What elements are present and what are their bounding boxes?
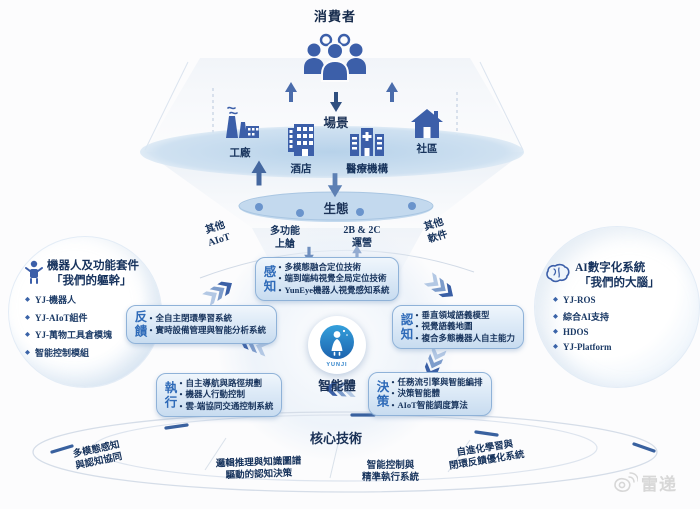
node-item: 端到端純視覺全局定位技術: [279, 273, 390, 284]
ecotag-2b2c: 2B & 2C 運營: [330, 225, 394, 250]
scene-item-hotel: 酒店: [286, 122, 316, 176]
node-item: 自主導航與路徑規劃: [180, 378, 274, 389]
scene-item-hospital: 醫療機構: [346, 126, 388, 176]
node-items: 全自主閉環學習系統 實時設備管理與智能分析系統: [150, 313, 268, 336]
core-line: 智能控制與: [366, 461, 415, 471]
node-item: 實時設備管理與智能分析系統: [150, 325, 268, 336]
robot-icon: [25, 260, 43, 284]
node-item: 全自主閉環學習系統: [150, 313, 268, 324]
yunji-logo-text: YUNJI: [326, 361, 348, 368]
node-decision: 決策 任務流引擎與智能編排 決策智能體 AIoT智能調度算法: [368, 372, 492, 417]
scene-item-community: 社區: [410, 108, 444, 156]
factory-icon: [226, 106, 259, 138]
robots-circle-title: 機器人及功能套件: [47, 260, 139, 272]
ai-circle-subtitle: 「我們的大腦」: [579, 277, 660, 289]
node-perception: 感知 多模態融合定位技術 端到端純視覺全局定位技術 YunEye機器人視覺感知系…: [255, 257, 399, 302]
robots-circle-subtitle: 「我們的軀幹」: [51, 275, 132, 287]
watermark: 雷递: [612, 470, 677, 495]
core-tech-item-control: 智能控制與 精準執行系統: [362, 460, 419, 485]
core-line: 精準執行系統: [362, 473, 420, 484]
node-item: 視覺語義地圖: [416, 321, 516, 332]
consumers-icon: [304, 33, 366, 82]
node-items: 多模態融合定位技術 端到端純視覺全局定位技術 YunEye機器人視覺感知系統: [279, 262, 390, 296]
consumer-label: 消費者: [313, 9, 356, 24]
ecotag-cabin: 多功能 上艙: [262, 226, 308, 251]
brain-icon: [546, 263, 570, 283]
node-item: YunEye機器人視覺感知系統: [279, 285, 389, 296]
agent-label: 智能體: [318, 379, 356, 393]
core-tech-item-reasoning: 邏輯推理與知識圖譜 驅動的認知決策: [216, 456, 302, 484]
robots-circle-list: YJ-機器人 YJ-AIoT組件 YJ-萬物工具倉模塊 智能控制模組: [25, 293, 112, 363]
list-item: HDOS: [553, 327, 611, 337]
list-item: 智能控制模組: [25, 346, 112, 359]
list-item: YJ-Platform: [553, 342, 611, 352]
list-item: 綜合AI支持: [553, 310, 611, 323]
node-cognition: 認知 垂直領域語義模型 視覺語義地圖 複合多態機器人自主能力: [392, 305, 524, 350]
node-item: 任務流引擎與智能編排: [392, 377, 482, 388]
scene-item-factory: 工廠: [218, 104, 262, 160]
node-label: 執行: [162, 380, 177, 410]
scene-item-label: 酒店: [290, 164, 312, 175]
ai-circle-title: AI數字化系統: [575, 262, 646, 274]
node-items: 垂直領域語義模型 視覺語義地圖 複合多態機器人自主能力: [416, 310, 516, 344]
node-item: 機器人行動控制: [180, 389, 274, 400]
ai-circle-list: YJ-ROS 綜合AI支持 HDOS YJ-Platform: [553, 295, 611, 356]
yunji-logo: YUNJI: [308, 316, 366, 374]
node-label: 認知: [398, 312, 413, 342]
node-item: 雲-端協同交通控制系統: [180, 401, 273, 412]
ai-system-circle: AI數字化系統 「我們的大腦」 YJ-ROS 綜合AI支持 HDOS YJ-Pl…: [534, 226, 700, 388]
scene-item-label: 醫療機構: [346, 164, 388, 175]
watermark-text: 雷递: [641, 475, 677, 494]
list-item: YJ-AIoT組件: [25, 311, 112, 324]
node-execution: 執行 自主導航與路徑規劃 機器人行動控制 雲-端協同交通控制系統: [156, 373, 283, 418]
hospital-icon: [350, 128, 384, 156]
ecotag-line: 運營: [352, 237, 372, 249]
node-label: 決策: [374, 379, 389, 409]
scene-item-label: 社區: [416, 144, 438, 155]
node-items: 自主導航與路徑規劃 機器人行動控制 雲-端協同交通控制系統: [180, 378, 274, 412]
robots-circle: 機器人及功能套件 「我們的軀幹」 YJ-機器人 YJ-AIoT組件 YJ-萬物工…: [8, 236, 162, 388]
ecotag-line: 上艙: [275, 238, 295, 250]
scene-item-label: 工廠: [229, 148, 251, 159]
node-feedback: 反饋 全自主閉環學習系統 實時設備管理與智能分析系統: [126, 305, 277, 344]
ecotag-line: 多功能: [270, 226, 300, 237]
scene-label: 場景: [323, 116, 349, 130]
list-item: YJ-機器人: [25, 293, 112, 306]
community-icon: [411, 109, 443, 138]
node-items: 任務流引擎與智能編排 決策智能體 AIoT智能調度算法: [392, 377, 483, 411]
node-label: 反饋: [132, 310, 147, 339]
list-item: YJ-ROS: [553, 295, 611, 305]
node-item: 複合多態機器人自主能力: [416, 333, 515, 344]
list-item: YJ-萬物工具倉模塊: [25, 328, 112, 341]
hotel-icon: [288, 124, 314, 156]
watermark-eye-icon: [614, 471, 638, 492]
ecotag-line: 2B & 2C: [343, 225, 381, 236]
node-item: 決策智能體: [392, 388, 483, 399]
node-label: 感知: [261, 264, 276, 294]
node-item: 多模態融合定位技術: [279, 262, 390, 273]
node-item: 垂直領域語義模型: [416, 310, 516, 321]
ecosystem-label: 生態: [323, 202, 349, 216]
node-item: AIoT智能調度算法: [392, 400, 483, 411]
yunji-logo-icon: [320, 324, 354, 359]
core-tech-label: 核心技術: [309, 431, 362, 446]
